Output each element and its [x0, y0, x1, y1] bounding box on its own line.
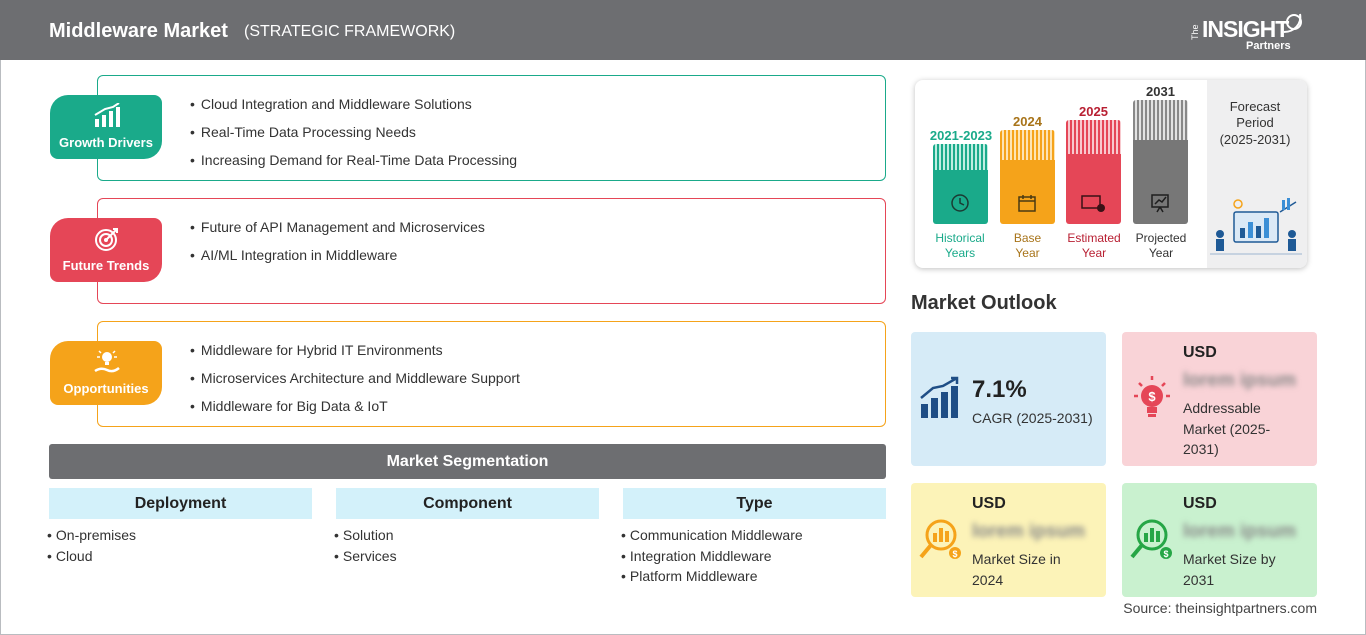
list-item: Middleware for Hybrid IT Environments [190, 342, 520, 370]
size-2031-currency: USD [1183, 495, 1217, 512]
magnifier-chart-icon: $ [919, 519, 961, 559]
segment-item: Solution [334, 527, 599, 548]
growth-drivers-badge: Growth Drivers [50, 95, 162, 159]
size-2024-label: Market Size in 2024 [972, 551, 1061, 588]
logo-swoosh-icon [1283, 13, 1302, 33]
label-projected: Projected Year [1135, 231, 1187, 260]
segment-item: On-premises [47, 527, 312, 548]
opportunities-box: Middleware for Hybrid IT Environments Mi… [97, 321, 886, 427]
segment-type: Type Communication Middleware Integratio… [623, 488, 886, 589]
forecast-range: (2025-2031) [1219, 132, 1291, 147]
list-item: Future of API Management and Microservic… [190, 219, 485, 247]
estimate-icon [1081, 195, 1105, 212]
label-historical: Historical Years [935, 231, 985, 260]
bar-growth-icon [94, 103, 120, 127]
svg-text:$: $ [1163, 549, 1168, 559]
segment-deployment: Deployment On-premises Cloud [49, 488, 312, 568]
size-2024-value-blurred: lorem ipsum [972, 521, 1085, 542]
list-item: Increasing Demand for Real-Time Data Pro… [190, 152, 517, 180]
segment-component: Component Solution Services [336, 488, 599, 568]
page-title: Middleware Market [49, 20, 228, 42]
source-link[interactable]: Source: theinsightpartners.com [1123, 600, 1317, 616]
list-item: Middleware for Big Data & IoT [190, 398, 520, 426]
label-base: Base Year [1013, 231, 1042, 260]
segment-header: Type [623, 488, 886, 519]
future-trends-box: Future of API Management and Microservic… [97, 198, 886, 304]
list-item: Real-Time Data Processing Needs [190, 124, 517, 152]
segment-header: Component [336, 488, 599, 519]
segment-item: Integration Middleware [621, 548, 886, 569]
calendar-icon [1018, 195, 1036, 212]
size-2031-value-blurred: lorem ipsum [1183, 521, 1296, 542]
history-icon [951, 194, 969, 212]
badge-label: Growth Drivers [59, 135, 153, 150]
list-item: AI/ML Integration in Middleware [190, 247, 485, 275]
opportunities-badge: Opportunities [50, 341, 162, 405]
year-projected: 2031 [1146, 84, 1175, 99]
addressable-value-blurred: lorem ipsum [1183, 370, 1296, 391]
addressable-currency: USD [1183, 344, 1217, 361]
forecast-label: Forecast Period [1229, 99, 1281, 130]
year-historical: 2021-2023 [929, 128, 993, 143]
segment-item: Platform Middleware [621, 568, 886, 589]
segment-item: Communication Middleware [621, 527, 886, 548]
addressable-label: Addressable Market (2025- 2031) [1183, 400, 1271, 457]
insight-partners-logo[interactable]: The INSIGHT Partners [1190, 10, 1310, 54]
timeline-bar-estimated [1066, 120, 1121, 224]
projection-icon [1151, 194, 1169, 213]
list-item: Cloud Integration and Middleware Solutio… [190, 96, 517, 124]
segment-item: Cloud [47, 548, 312, 569]
segment-header: Deployment [49, 488, 312, 519]
cagr-card: 7.1% CAGR (2025-2031) [911, 332, 1106, 466]
target-icon [95, 228, 118, 251]
badge-label: Opportunities [63, 381, 149, 396]
market-outlook-title: Market Outlook [911, 292, 1057, 314]
header-bar: Middleware Market (STRATEGIC FRAMEWORK) … [0, 0, 1366, 60]
page-subtitle: (STRATEGIC FRAMEWORK) [244, 23, 456, 40]
badge-label: Future Trends [62, 258, 150, 273]
timeline-bar-projected [1133, 100, 1188, 224]
year-estimated: 2025 [1079, 104, 1108, 119]
growth-chart-icon [920, 376, 959, 418]
cagr-value: 7.1% [972, 376, 1027, 403]
svg-text:$: $ [952, 549, 957, 559]
timeline-bar-base [1000, 130, 1055, 224]
lightbulb-dollar-icon: $ [1134, 376, 1170, 417]
future-trends-badge: Future Trends [50, 218, 162, 282]
year-base: 2024 [1013, 114, 1042, 129]
segmentation-title: Market Segmentation [49, 444, 886, 479]
segment-item: Services [334, 548, 599, 569]
cagr-label: CAGR (2025-2031) [972, 410, 1093, 426]
growth-drivers-box: Cloud Integration and Middleware Solutio… [97, 75, 886, 181]
size-2031-label: Market Size by 2031 [1183, 551, 1276, 588]
list-item: Microservices Architecture and Middlewar… [190, 370, 520, 398]
size-2024-currency: USD [972, 495, 1006, 512]
addressable-market-card: $ USD lorem ipsum Addressable Market (20… [1122, 332, 1317, 466]
market-size-2031-card: $ USD lorem ipsum Market Size by 2031 [1122, 483, 1317, 597]
timeline-bar-historical [933, 144, 988, 224]
hand-lightbulb-icon [94, 350, 120, 373]
market-size-2024-card: $ USD lorem ipsum Market Size in 2024 [911, 483, 1106, 597]
label-estimated: Estimated Year [1067, 231, 1121, 260]
analytics-team-icon [1210, 198, 1302, 255]
svg-text:$: $ [1148, 389, 1156, 404]
magnifier-chart-icon: $ [1130, 519, 1172, 559]
